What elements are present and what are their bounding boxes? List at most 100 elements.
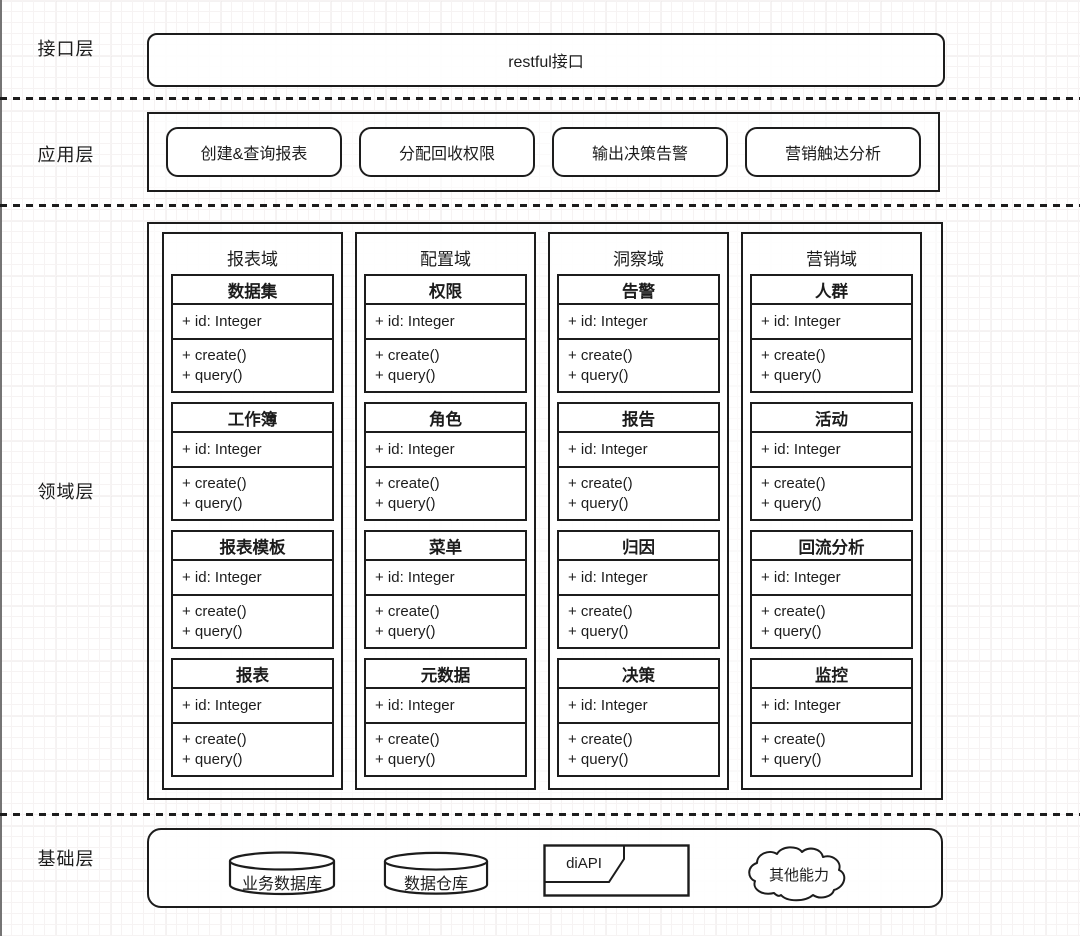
entity-card: 决策 + id: Integer + create() + query() — [557, 658, 720, 777]
entity-title: 报告 — [559, 404, 718, 433]
entity-method: + create() — [182, 603, 247, 620]
entity-card: 权限 + id: Integer + create() + query() — [364, 274, 527, 393]
entity-method: + query() — [568, 494, 629, 512]
entity-method: + query() — [568, 622, 629, 640]
entity-attribute: + id: Integer — [173, 689, 332, 724]
entity-attribute: + id: Integer — [559, 433, 718, 468]
entity-method: + query() — [375, 366, 436, 384]
entity-card: 数据集 + id: Integer + create() + query() — [171, 274, 334, 393]
entity-title: 菜单 — [366, 532, 525, 561]
entity-card: 人群 + id: Integer + create() + query() — [750, 274, 913, 393]
application-layer-box: 创建&查询报表 分配回收权限 输出决策告警 营销触达分析 — [147, 112, 940, 192]
domain-title: 报表域 — [227, 249, 278, 269]
entity-card: 工作簿 + id: Integer + create() + query() — [171, 402, 334, 521]
entity-method: + query() — [182, 494, 243, 512]
layer-label-application: 应用层 — [37, 145, 95, 165]
entity-methods: + create() + query() — [173, 724, 332, 775]
domain-column-config: 配置域 权限 + id: Integer + create() + query(… — [355, 232, 536, 790]
domain-column-marketing: 营销域 人群 + id: Integer + create() + query(… — [741, 232, 922, 790]
entity-card: 活动 + id: Integer + create() + query() — [750, 402, 913, 521]
entity-title: 决策 — [559, 660, 718, 689]
cloud-icon — [748, 846, 846, 902]
entity-card: 元数据 + id: Integer + create() + query() — [364, 658, 527, 777]
entity-methods: + create() + query() — [366, 724, 525, 775]
domain-title: 配置域 — [420, 249, 471, 269]
entity-title: 工作簿 — [173, 404, 332, 433]
domain-title: 洞察域 — [613, 249, 664, 269]
foundation-item-other-capabilities: 其他能力 — [744, 844, 854, 902]
layer-label-domain: 领域层 — [37, 482, 95, 502]
entity-methods: + create() + query() — [752, 724, 911, 775]
domain-column-report: 报表域 数据集 + id: Integer + create() + query… — [162, 232, 343, 790]
entity-method: + query() — [375, 750, 436, 768]
restful-api-label: restful接口 — [508, 54, 584, 71]
entity-card: 菜单 + id: Integer + create() + query() — [364, 530, 527, 649]
entity-card: 归因 + id: Integer + create() + query() — [557, 530, 720, 649]
entity-methods: + create() + query() — [366, 468, 525, 519]
entity-method: + create() — [375, 603, 440, 620]
foundation-item-business-db: 业务数据库 — [227, 850, 337, 896]
entity-attribute: + id: Integer — [366, 689, 525, 724]
entity-methods: + create() + query() — [559, 596, 718, 647]
entity-card: 监控 + id: Integer + create() + query() — [750, 658, 913, 777]
entity-method: + create() — [568, 731, 633, 748]
entity-methods: + create() + query() — [366, 596, 525, 647]
entity-methods: + create() + query() — [752, 340, 911, 391]
entity-card: 报告 + id: Integer + create() + query() — [557, 402, 720, 521]
entity-method: + create() — [761, 603, 826, 620]
domain-title: 营销域 — [806, 249, 857, 269]
entity-title: 元数据 — [366, 660, 525, 689]
entity-method: + create() — [761, 475, 826, 492]
entity-title: 告警 — [559, 276, 718, 305]
layer-label-foundation: 基础层 — [37, 849, 95, 869]
layer-label-interface: 接口层 — [37, 39, 95, 59]
entity-attribute: + id: Integer — [366, 433, 525, 468]
entity-method: + create() — [761, 347, 826, 364]
restful-api-box: restful接口 — [147, 33, 945, 87]
entity-method: + query() — [375, 494, 436, 512]
entity-method: + query() — [568, 750, 629, 768]
entity-title: 回流分析 — [752, 532, 911, 561]
layer-divider-2 — [0, 204, 1080, 207]
entity-attribute: + id: Integer — [559, 305, 718, 340]
entity-methods: + create() + query() — [173, 468, 332, 519]
entity-title: 报表 — [173, 660, 332, 689]
layer-divider-1 — [0, 97, 1080, 100]
entity-attribute: + id: Integer — [559, 689, 718, 724]
left-edge-line — [0, 0, 2, 936]
entity-methods: + create() + query() — [752, 468, 911, 519]
entity-method: + query() — [568, 366, 629, 384]
entity-title: 监控 — [752, 660, 911, 689]
entity-card: 报表模板 + id: Integer + create() + query() — [171, 530, 334, 649]
entity-methods: + create() + query() — [752, 596, 911, 647]
entity-method: + create() — [568, 603, 633, 620]
app-module-marketing-reach-analysis: 营销触达分析 — [745, 127, 921, 177]
api-card-icon — [543, 844, 690, 897]
entity-methods: + create() + query() — [173, 340, 332, 391]
database-cylinder-icon — [228, 851, 336, 896]
entity-attribute: + id: Integer — [366, 305, 525, 340]
entity-method: + query() — [761, 622, 822, 640]
entity-card: 回流分析 + id: Integer + create() + query() — [750, 530, 913, 649]
app-module-assign-revoke-permission: 分配回收权限 — [359, 127, 535, 177]
entity-method: + query() — [761, 366, 822, 384]
entity-method: + query() — [182, 622, 243, 640]
entity-attribute: + id: Integer — [752, 689, 911, 724]
entity-card: 报表 + id: Integer + create() + query() — [171, 658, 334, 777]
foundation-layer-box: 业务数据库 数据仓库 diAPI 其他能力 — [147, 828, 943, 908]
foundation-item-data-warehouse: 数据仓库 — [382, 850, 490, 896]
entity-title: 数据集 — [173, 276, 332, 305]
foundation-item-label: 业务数据库 — [241, 876, 322, 893]
entity-methods: + create() + query() — [559, 724, 718, 775]
entity-attribute: + id: Integer — [173, 305, 332, 340]
foundation-item-diapi: diAPI — [543, 844, 690, 897]
entity-method: + query() — [182, 366, 243, 384]
layer-divider-3 — [0, 813, 1080, 816]
entity-method: + create() — [182, 347, 247, 364]
entity-title: 报表模板 — [173, 532, 332, 561]
entity-attribute: + id: Integer — [173, 561, 332, 596]
app-module-output-decision-alert: 输出决策告警 — [552, 127, 728, 177]
entity-attribute: + id: Integer — [366, 561, 525, 596]
entity-title: 归因 — [559, 532, 718, 561]
